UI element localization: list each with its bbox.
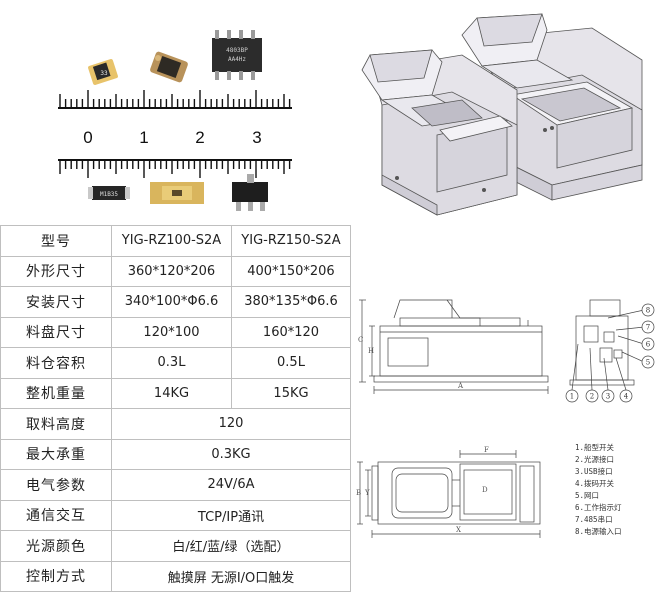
callout-2: 2 <box>590 393 594 401</box>
callout-8: 8 <box>646 307 650 315</box>
row-value-1: 14KG <box>111 377 232 409</box>
header-model-2: YIG-RZ150-S2A <box>231 225 351 257</box>
row-value-2: 15KG <box>231 377 351 409</box>
dim-label-d: D <box>482 486 488 494</box>
spec-row-communication: 通信交互 TCP/IP通讯 <box>0 499 351 531</box>
side-view-drawing: C H A <box>358 299 549 394</box>
callout-3-circle <box>601 389 615 403</box>
spec-row-hopper-volume: 料仓容积 0.3L 0.5L <box>0 347 351 379</box>
callout-4-circle <box>619 389 633 403</box>
legend-item-3: 3.USB接口 <box>575 467 613 476</box>
callout-1: 1 <box>570 393 574 401</box>
row-label: 外形尺寸 <box>0 255 112 287</box>
callout-6: 6 <box>646 341 651 349</box>
chip-top-middle <box>150 51 188 83</box>
callout-7-circle <box>641 320 655 334</box>
interface-legend: 1.船型开关 2.光源接口 3.USB接口 4.拨码开关 5.网口 6.工作指示… <box>575 442 622 538</box>
top-view-drawing: B Y F D X <box>356 446 541 538</box>
row-value-1: 120*100 <box>111 316 232 348</box>
machine-3d-render <box>361 13 643 216</box>
spec-row-electrical: 电气参数 24V/6A <box>0 469 351 501</box>
spec-row-weight: 整机重量 14KG 15KG <box>0 377 351 409</box>
dim-label-h: H <box>368 347 374 355</box>
chip-top-left-marking: 33 <box>100 70 108 77</box>
row-value: 0.3KG <box>111 438 351 470</box>
row-label: 整机重量 <box>0 377 112 409</box>
spec-row-pick-height: 取料高度 120 <box>0 408 351 440</box>
row-value-1: 0.3L <box>111 347 232 379</box>
row-label: 控制方式 <box>0 560 112 592</box>
callout-7: 7 <box>646 324 650 332</box>
row-value: TCP/IP通讯 <box>111 499 351 531</box>
ruler-number-0: 0 <box>83 128 92 147</box>
legend-item-6: 6.工作指示灯 <box>575 503 622 512</box>
row-label: 电气参数 <box>0 469 112 501</box>
dim-label-b: B <box>356 489 361 497</box>
row-label: 料盘尺寸 <box>0 316 112 348</box>
ruler-number-2: 2 <box>195 128 204 147</box>
chip-bottom-left-marking: M1B35 <box>100 191 118 198</box>
legend-item-7: 7.485串口 <box>575 515 613 524</box>
row-label: 料仓容积 <box>0 347 112 379</box>
dim-label-c: C <box>358 336 363 344</box>
dim-label-f: F <box>484 446 489 454</box>
ruler-scale <box>59 90 291 178</box>
callout-8-circle <box>641 303 655 317</box>
chip-top-right <box>212 30 262 80</box>
row-value-2: 400*150*206 <box>231 255 351 287</box>
row-label: 最大承重 <box>0 438 112 470</box>
row-value-2: 380*135*Φ6.6 <box>231 286 351 318</box>
callout-1-circle <box>565 389 579 403</box>
spec-row-outer-size: 外形尺寸 360*120*206 400*150*206 <box>0 255 351 287</box>
spec-table: 型号 YIG-RZ100-S2A YIG-RZ150-S2A 外形尺寸 360*… <box>0 225 351 592</box>
chip-top-left <box>88 58 118 86</box>
chip-bottom-right <box>232 174 268 211</box>
row-value-1: 340*100*Φ6.6 <box>111 286 232 318</box>
callout-5: 5 <box>646 359 650 367</box>
chip-bottom-left <box>88 186 130 200</box>
row-value-2: 0.5L <box>231 347 351 379</box>
row-value-2: 160*120 <box>231 316 351 348</box>
legend-item-8: 8.电源输入口 <box>575 527 622 536</box>
ruler-number-1: 1 <box>139 128 148 147</box>
callout-3: 3 <box>606 393 610 401</box>
row-label: 安装尺寸 <box>0 286 112 318</box>
spec-row-light-color: 光源颜色 白/红/蓝/绿（选配） <box>0 530 351 562</box>
spec-row-max-load: 最大承重 0.3KG <box>0 438 351 470</box>
callout-4: 4 <box>624 393 629 401</box>
dim-label-x: X <box>456 526 461 534</box>
spec-header-row: 型号 YIG-RZ100-S2A YIG-RZ150-S2A <box>0 225 351 257</box>
row-value: 触摸屏 无源I/O口触发 <box>111 560 351 592</box>
callout-5-circle <box>641 355 655 369</box>
callout-6-circle <box>641 337 655 351</box>
header-label: 型号 <box>0 225 112 257</box>
row-label: 通信交互 <box>0 499 112 531</box>
dim-label-y: Y <box>364 489 370 497</box>
chip-bottom-middle <box>150 182 204 204</box>
row-value: 24V/6A <box>111 469 351 501</box>
callout-2-circle <box>585 389 599 403</box>
spec-row-tray-size: 料盘尺寸 120*100 160*120 <box>0 316 351 348</box>
row-value-1: 360*120*206 <box>111 255 232 287</box>
row-value: 白/红/蓝/绿（选配） <box>111 530 351 562</box>
spec-row-control-mode: 控制方式 触摸屏 无源I/O口触发 <box>0 560 351 592</box>
legend-item-1: 1.船型开关 <box>575 443 615 452</box>
ruler-number-3: 3 <box>252 128 261 147</box>
row-label: 光源颜色 <box>0 530 112 562</box>
header-model-1: YIG-RZ100-S2A <box>111 225 232 257</box>
end-view-drawing: 1 2 3 4 5 6 7 8 <box>565 299 655 403</box>
legend-item-2: 2.光源接口 <box>575 455 615 464</box>
dim-label-a: A <box>457 382 464 390</box>
spec-row-install-size: 安装尺寸 340*100*Φ6.6 380*135*Φ6.6 <box>0 286 351 318</box>
row-value: 120 <box>111 408 351 440</box>
legend-item-5: 5.网口 <box>575 491 600 500</box>
row-label: 取料高度 <box>0 408 112 440</box>
legend-item-4: 4.拨码开关 <box>575 479 615 488</box>
